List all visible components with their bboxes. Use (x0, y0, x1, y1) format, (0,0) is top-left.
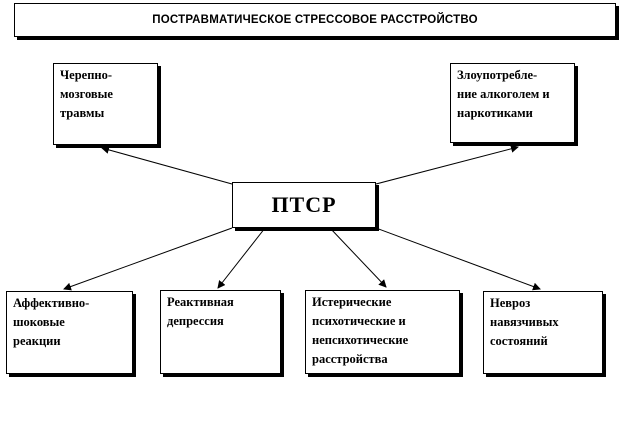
arrow-to-head-trauma (101, 146, 233, 185)
arrow-to-reactive-depression (217, 227, 266, 289)
arrow-to-substance-abuse (375, 144, 519, 185)
node-affective-shock-reactions: Аффективно- шоковые реакции (6, 291, 133, 374)
node-head-trauma: Черепно- мозговые травмы (53, 63, 158, 145)
center-node-ptsd: ПТСР (232, 182, 376, 228)
node-hysterical-disorders: Истерические психотические и непсихотиче… (305, 290, 460, 374)
node-reactive-depression: Реактивная депрессия (160, 290, 281, 374)
node-obsessive-neurosis: Невроз навязчивых состояний (483, 291, 603, 374)
arrow-to-obsessive-neurosis (375, 227, 541, 291)
node-substance-abuse: Злоупотребле- ние алкоголем и наркотикам… (450, 63, 575, 143)
arrow-to-hysterical-disorders (329, 227, 387, 288)
diagram-title: ПОСТРАВМАТИЧЕСКОЕ СТРЕССОВОЕ РАССТРОЙСТВ… (14, 3, 616, 37)
arrow-to-affective-shock (63, 227, 233, 291)
